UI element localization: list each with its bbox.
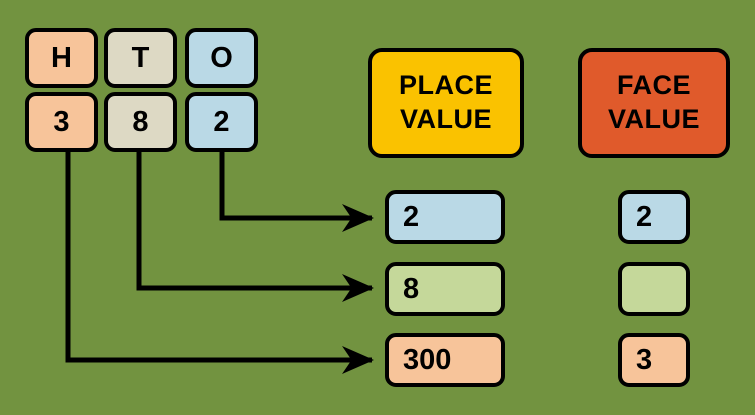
- digit-tile-tens: 8: [104, 92, 177, 152]
- connector-hundreds-to-place-value: [65, 152, 374, 374]
- connector-ones-to-place-value: [219, 152, 374, 232]
- face-value-banner-line2: VALUE: [607, 104, 700, 134]
- digit-tile-hundreds: 3: [25, 92, 98, 152]
- place-value-banner-line2: VALUE: [399, 104, 492, 134]
- place-value-banner-line1: PLACE: [398, 70, 493, 101]
- place-value-result-tens: 8: [385, 262, 505, 316]
- face-value-banner-line1: FACE: [616, 70, 691, 101]
- connector-tens-to-place-value: [136, 152, 374, 302]
- face-value-result-hundreds: 3: [618, 333, 690, 387]
- column-header-tens: T: [104, 28, 177, 88]
- face-value-banner: FACE VALUE: [578, 48, 730, 158]
- column-header-ones: O: [185, 28, 258, 88]
- face-value-result-tens: [618, 262, 690, 316]
- place-value-result-ones: 2: [385, 190, 505, 244]
- place-value-banner: PLACE VALUE: [368, 48, 524, 158]
- place-value-result-hundreds: 300: [385, 333, 505, 387]
- column-header-hundreds: H: [25, 28, 98, 88]
- face-value-result-ones: 2: [618, 190, 690, 244]
- digit-tile-ones: 2: [185, 92, 258, 152]
